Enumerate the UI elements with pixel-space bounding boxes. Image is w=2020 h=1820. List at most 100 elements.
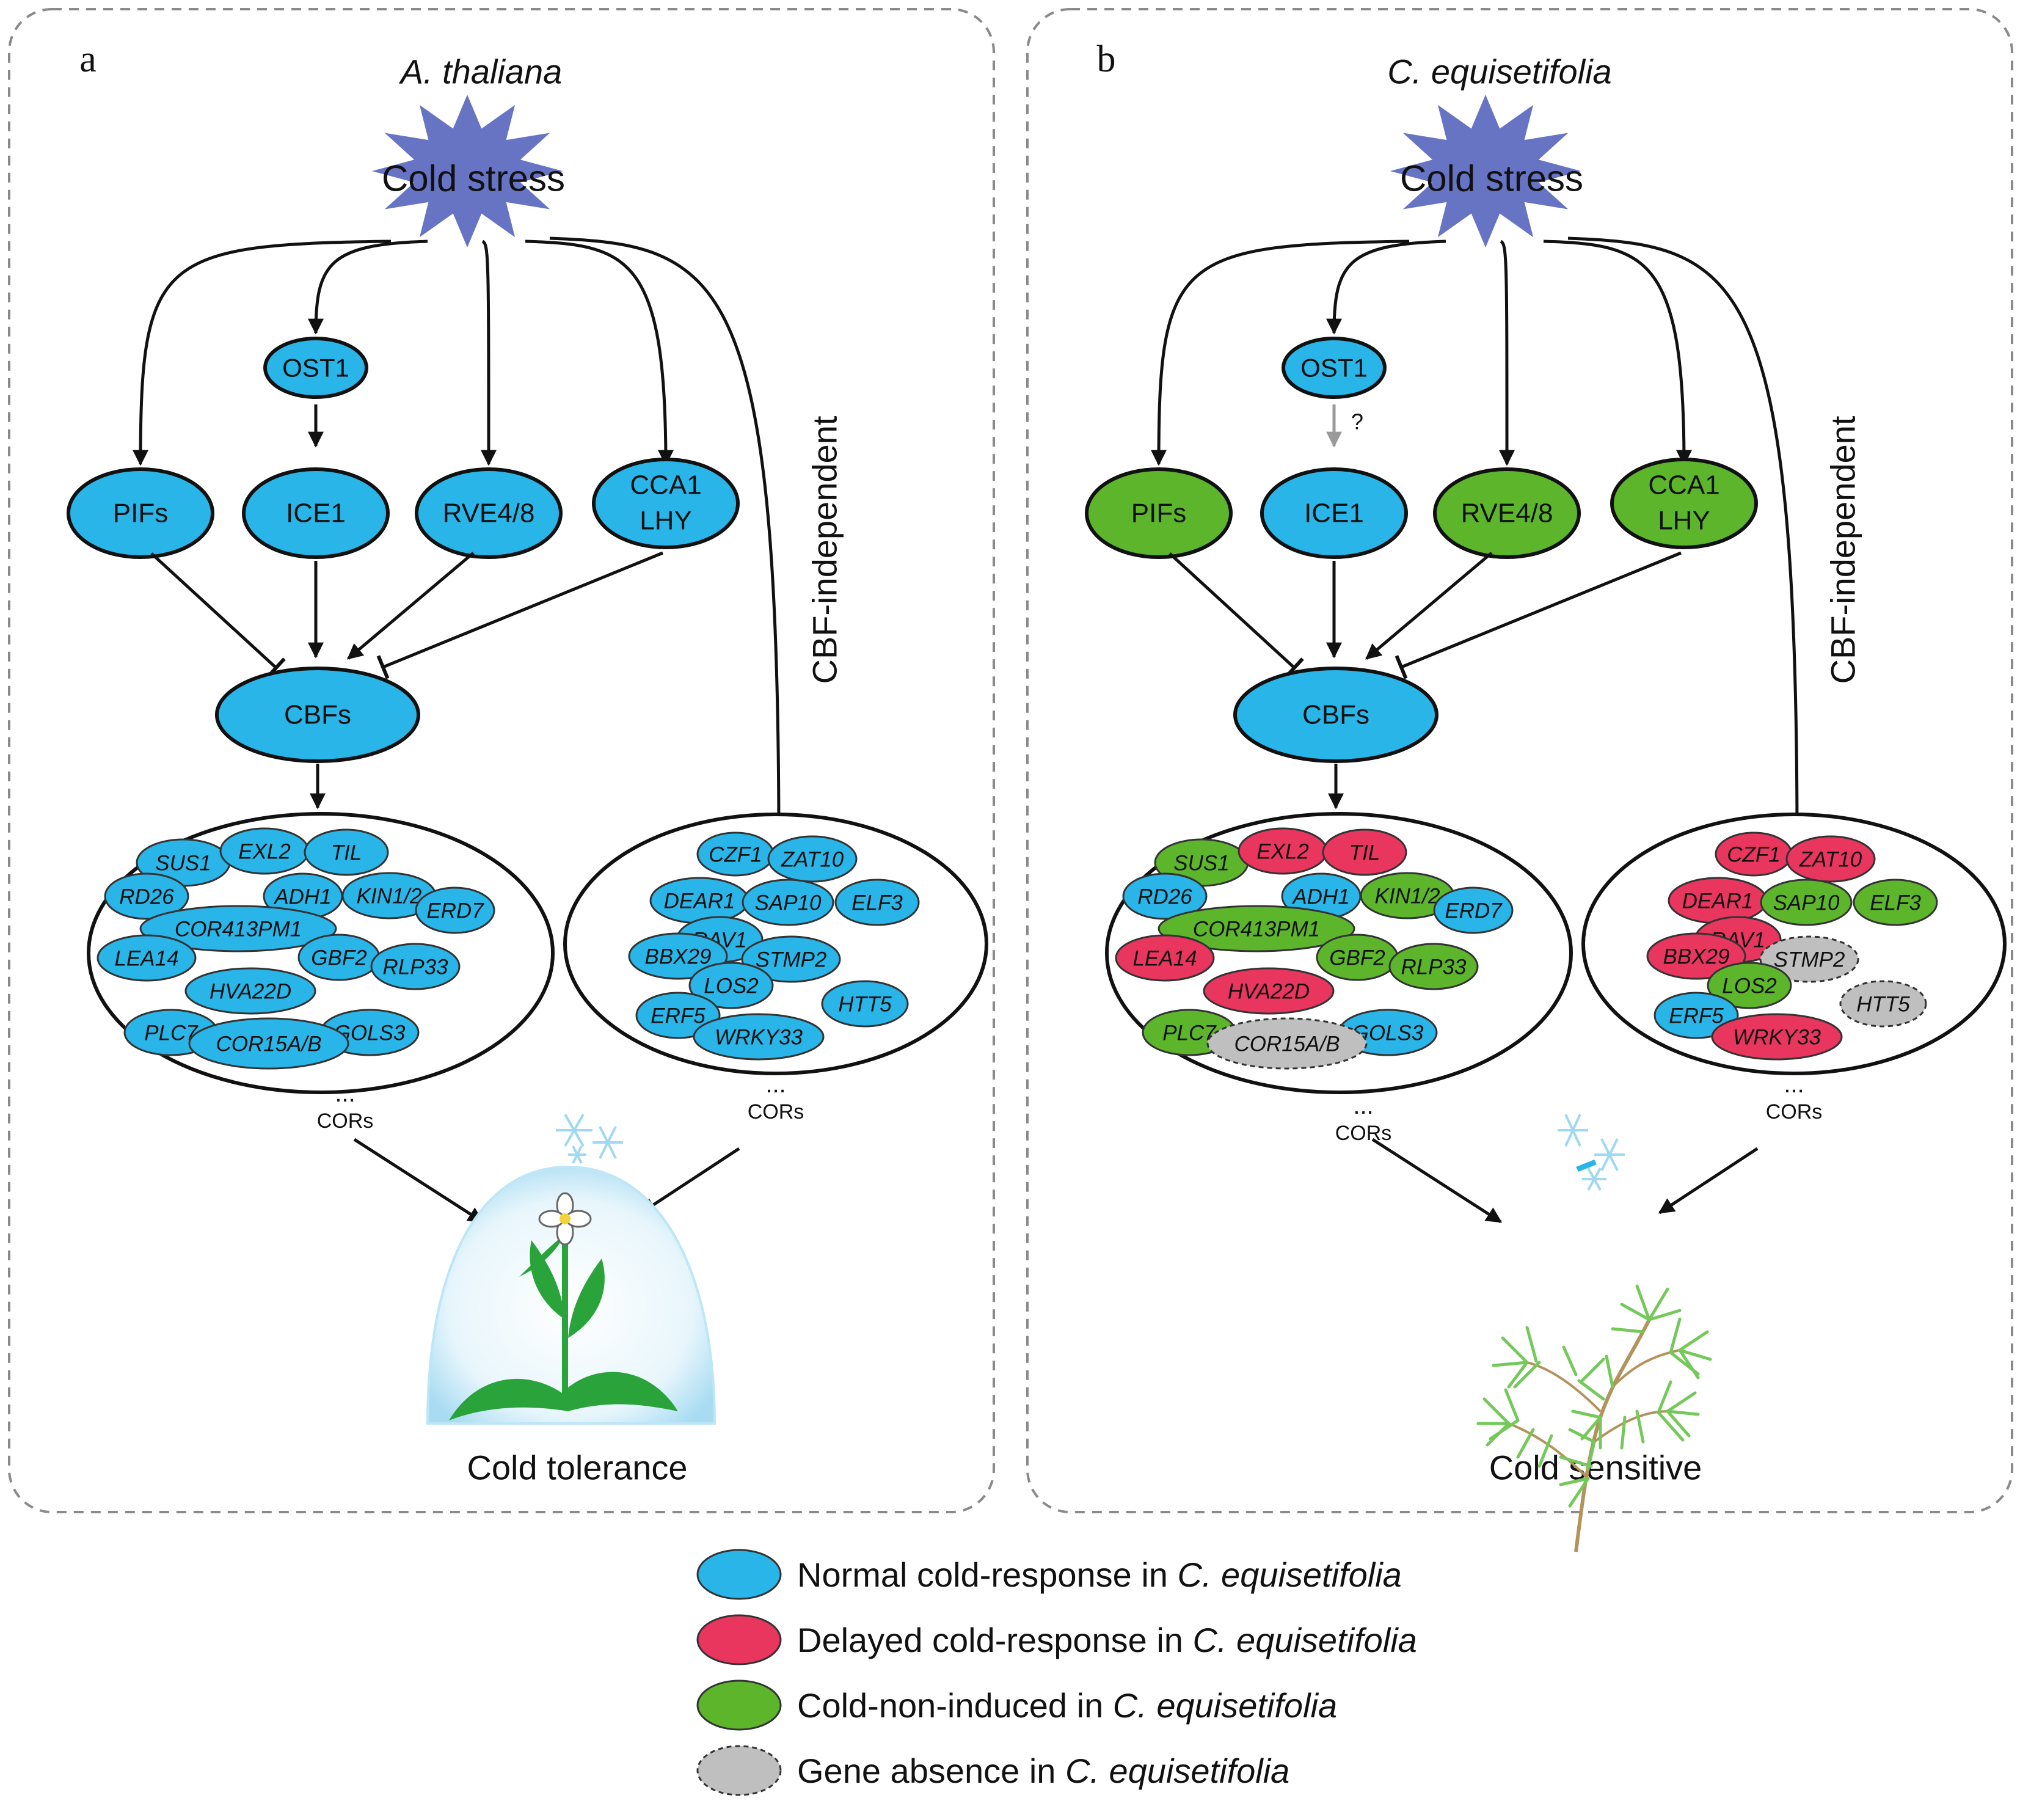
gene-sap10: SAP10	[742, 879, 834, 926]
gene-label: CZF1	[1727, 843, 1781, 867]
species-title: C. equisetifolia	[1387, 53, 1611, 91]
gene-gbf2: GBF2	[297, 934, 381, 981]
cold-stress-label: Cold stress	[1400, 158, 1583, 199]
cbf-independent-label: CBF-independent	[1824, 415, 1862, 684]
gene-label: ADH1	[1291, 885, 1349, 909]
arrow-cors-to-plant-left	[1371, 1138, 1503, 1224]
gene-label: ADH1	[273, 885, 331, 909]
gene-bbx29: BBX29	[628, 932, 728, 980]
gene-label: HVA22D	[210, 980, 291, 1004]
cors-label-left: CORs	[1335, 1122, 1392, 1145]
arrow-cors-to-plant-left	[353, 1138, 484, 1224]
node-rve4-8-label: RVE4/8	[1461, 499, 1553, 528]
arrow-to-rve	[1498, 239, 1515, 466]
gene-cor413pm1: COR413PM1	[139, 905, 337, 952]
gene-wrky33: WRKY33	[1711, 1013, 1843, 1061]
gene-exl2: EXL2	[1238, 827, 1328, 875]
arrow-to-ost1	[308, 239, 428, 335]
arrow-to-rve	[480, 239, 497, 466]
outcome-label: Cold sensitive	[1489, 1449, 1702, 1487]
snowflake-icon-a	[556, 1114, 623, 1164]
gene-elf3: ELF3	[834, 879, 920, 926]
panel-letter: b	[1097, 38, 1116, 80]
gene-gols3: GOLS3	[319, 1009, 420, 1056]
panel-letter: a	[79, 38, 97, 80]
cors-label-right: CORs	[1766, 1100, 1823, 1124]
casuarina-tree-icon	[1476, 1284, 1712, 1552]
gene-htt5: HTT5	[1839, 980, 1927, 1028]
panel-border	[1026, 8, 2013, 1513]
legend-item-delayed: Delayed cold-response in C. equisetifoli…	[696, 1614, 1417, 1665]
legend-description: Gene absence in	[797, 1752, 1065, 1790]
cors-dots: ...	[335, 1080, 355, 1107]
cors-label-right: CORs	[748, 1100, 804, 1124]
gene-label: LEA14	[114, 947, 178, 971]
legend-text: Cold-non-induced in C. equisetifolia	[797, 1686, 1337, 1725]
gene-label: RD26	[119, 885, 174, 909]
gene-label: DEAR1	[664, 890, 735, 913]
gene-label: SAP10	[755, 891, 822, 915]
gene-label: BBX29	[645, 945, 712, 969]
legend-item-normal: Normal cold-response in C. equisetifolia	[696, 1549, 1402, 1600]
inhibit-pifs-cbfs	[1169, 552, 1304, 678]
gene-label: GBF2	[311, 946, 366, 970]
gene-label: WRKY33	[715, 1026, 803, 1050]
inhibit-pifs-cbfs	[150, 552, 286, 678]
gene-los2: LOS2	[1707, 962, 1792, 1009]
gene-rlp33: RLP33	[1388, 943, 1479, 990]
arrow-to-cca1	[1543, 239, 1692, 466]
gene-czf1: CZF1	[696, 831, 775, 877]
gene-label: RLP33	[382, 956, 448, 979]
gene-label: HTT5	[838, 993, 892, 1017]
gene-label: SUS1	[155, 852, 211, 875]
panel-border	[8, 8, 995, 1513]
gene-label: WRKY33	[1733, 1026, 1821, 1050]
gene-bbx29: BBX29	[1646, 932, 1746, 980]
gene-label: SAP10	[1773, 891, 1840, 915]
node-ice1: ICE1	[242, 467, 390, 559]
gene-label: COR15A/B	[216, 1032, 321, 1056]
protected-plant-icon	[426, 1165, 716, 1425]
gene-erd7: ERD7	[1433, 886, 1514, 934]
gene-htt5: HTT5	[821, 980, 909, 1028]
gene-label: HVA22D	[1228, 980, 1310, 1004]
gene-til: TIL	[1322, 828, 1407, 876]
node-pifs: PIFs	[1085, 467, 1233, 559]
legend-text: Normal cold-response in C. equisetifolia	[797, 1555, 1402, 1594]
gene-label: STMP2	[756, 948, 827, 972]
gene-label: COR15A/B	[1234, 1032, 1340, 1056]
node-rve4-8-label: RVE4/8	[443, 499, 535, 528]
gene-til: TIL	[304, 828, 389, 876]
gene-exl2: EXL2	[219, 827, 310, 875]
gene-gbf2: GBF2	[1316, 934, 1399, 981]
gene-label: LEA14	[1132, 947, 1197, 971]
gene-czf1: CZF1	[1715, 831, 1793, 877]
node-ost1: OST1	[1282, 337, 1387, 399]
gene-label: LOS2	[1722, 974, 1777, 998]
lhy-label: LHY	[1658, 506, 1710, 536]
gene-label: DEAR1	[1682, 890, 1754, 913]
arrow-cbf-independent	[549, 236, 787, 842]
node-pifs-label: PIFs	[113, 499, 168, 528]
gene-label: SUS1	[1173, 852, 1229, 875]
gene-erd7: ERD7	[415, 886, 495, 934]
gene-erf5: ERF5	[635, 992, 721, 1039]
gene-stmp2: STMP2	[741, 935, 841, 983]
cca1-label: CCA1	[1648, 470, 1719, 500]
inhibit-cca1-cbfs	[376, 551, 663, 679]
gene-label: TIL	[1349, 841, 1380, 865]
gene-adh1: ADH1	[263, 872, 343, 920]
node-ost1-label: OST1	[1300, 354, 1368, 382]
node-cbfs: CBFs	[1233, 667, 1438, 763]
arrow-cbf-independent	[1567, 236, 1805, 842]
legend-item-absent: Gene absence in C. equisetifolia	[696, 1745, 1289, 1796]
node-ost1-label: OST1	[282, 354, 349, 382]
legend-text: Gene absence in C. equisetifolia	[797, 1752, 1289, 1790]
gene-label: RD26	[1137, 885, 1192, 909]
node-ice1-label: ICE1	[286, 499, 346, 528]
arrow-cors-to-plant-right	[1658, 1147, 1759, 1215]
arrow-to-pifs	[133, 239, 392, 466]
